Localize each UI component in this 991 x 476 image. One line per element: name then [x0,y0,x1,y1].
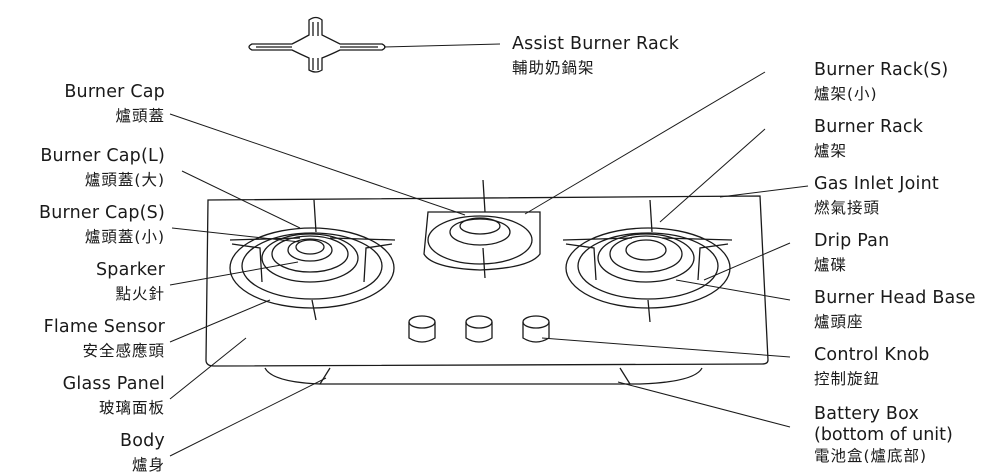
glass-panel-drawing [205,195,769,367]
label-flame-sensor-en: Flame Sensor [43,317,165,337]
label-burner-rack-zh: 爐架 [814,142,848,160]
label-burner-cap-l-zh: 爐頭蓋(大) [84,171,165,189]
label-burner-rack-s-zh: 爐架(小) [814,85,878,103]
label-sparker: Sparker 點火針 [96,260,165,305]
label-control-knob-en: Control Knob [814,345,930,365]
label-battery-box-en2: (bottom of unit) [814,425,953,445]
label-burner-cap-l: Burner Cap(L) 爐頭蓋(大) [40,146,165,191]
label-burner-head-base-en: Burner Head Base [814,288,976,308]
label-control-knob-zh: 控制旋鈕 [814,370,881,388]
leader-lines [169,43,809,457]
label-assist-burner-rack: Assist Burner Rack 輔助奶鍋架 [512,34,679,79]
label-assist-burner-rack-en: Assist Burner Rack [512,34,680,54]
middle-burner-drawing [423,179,541,279]
label-burner-cap-zh: 爐頭蓋 [115,107,165,125]
label-sparker-en: Sparker [95,260,165,280]
label-body: Body 爐身 [120,431,165,476]
control-knobs-drawing [408,315,550,343]
label-burner-head-base-zh: 爐頭座 [814,313,864,331]
label-burner-cap-en: Burner Cap [64,82,165,102]
label-battery-box-zh: 電池盒(爐底部) [814,447,928,465]
label-burner-rack-en: Burner Rack [814,117,924,137]
label-burner-cap: Burner Cap 爐頭蓋 [64,82,165,127]
label-glass-panel-zh: 玻璃面板 [98,399,165,417]
label-battery-box-en: Battery Box [814,404,920,424]
label-burner-rack-s: Burner Rack(S) 爐架(小) [814,60,948,105]
label-drip-pan-zh: 爐碟 [814,256,848,274]
label-flame-sensor-zh: 安全感應頭 [82,342,165,360]
label-gas-inlet-joint: Gas Inlet Joint 燃氣接頭 [814,174,939,219]
label-battery-box: Battery Box (bottom of unit) 電池盒(爐底部) [814,404,953,467]
label-assist-burner-rack-zh: 輔助奶鍋架 [512,59,595,77]
label-drip-pan: Drip Pan 爐碟 [814,231,889,276]
label-glass-panel: Glass Panel 玻璃面板 [63,374,165,419]
label-burner-cap-l-en: Burner Cap(L) [40,146,165,166]
label-burner-head-base: Burner Head Base 爐頭座 [814,288,976,333]
right-burner-drawing [562,199,733,323]
label-flame-sensor: Flame Sensor 安全感應頭 [44,317,165,362]
label-burner-cap-s-en: Burner Cap(S) [38,203,165,223]
left-burner-drawing [229,199,396,321]
label-burner-rack-s-en: Burner Rack(S) [814,60,949,80]
label-burner-rack: Burner Rack 爐架 [814,117,923,162]
label-glass-panel-en: Glass Panel [62,374,165,394]
label-drip-pan-en: Drip Pan [814,231,890,251]
label-body-zh: 爐身 [131,456,165,474]
label-gas-inlet-joint-en: Gas Inlet Joint [814,174,939,194]
body-drawing [264,367,703,385]
label-burner-cap-s: Burner Cap(S) 爐頭蓋(小) [39,203,165,248]
label-control-knob: Control Knob 控制旋鈕 [814,345,930,390]
label-sparker-zh: 點火針 [115,285,165,303]
label-body-en: Body [120,431,165,451]
label-burner-cap-s-zh: 爐頭蓋(小) [84,228,165,246]
assist-burner-rack-drawing [248,16,386,73]
label-gas-inlet-joint-zh: 燃氣接頭 [814,199,881,217]
